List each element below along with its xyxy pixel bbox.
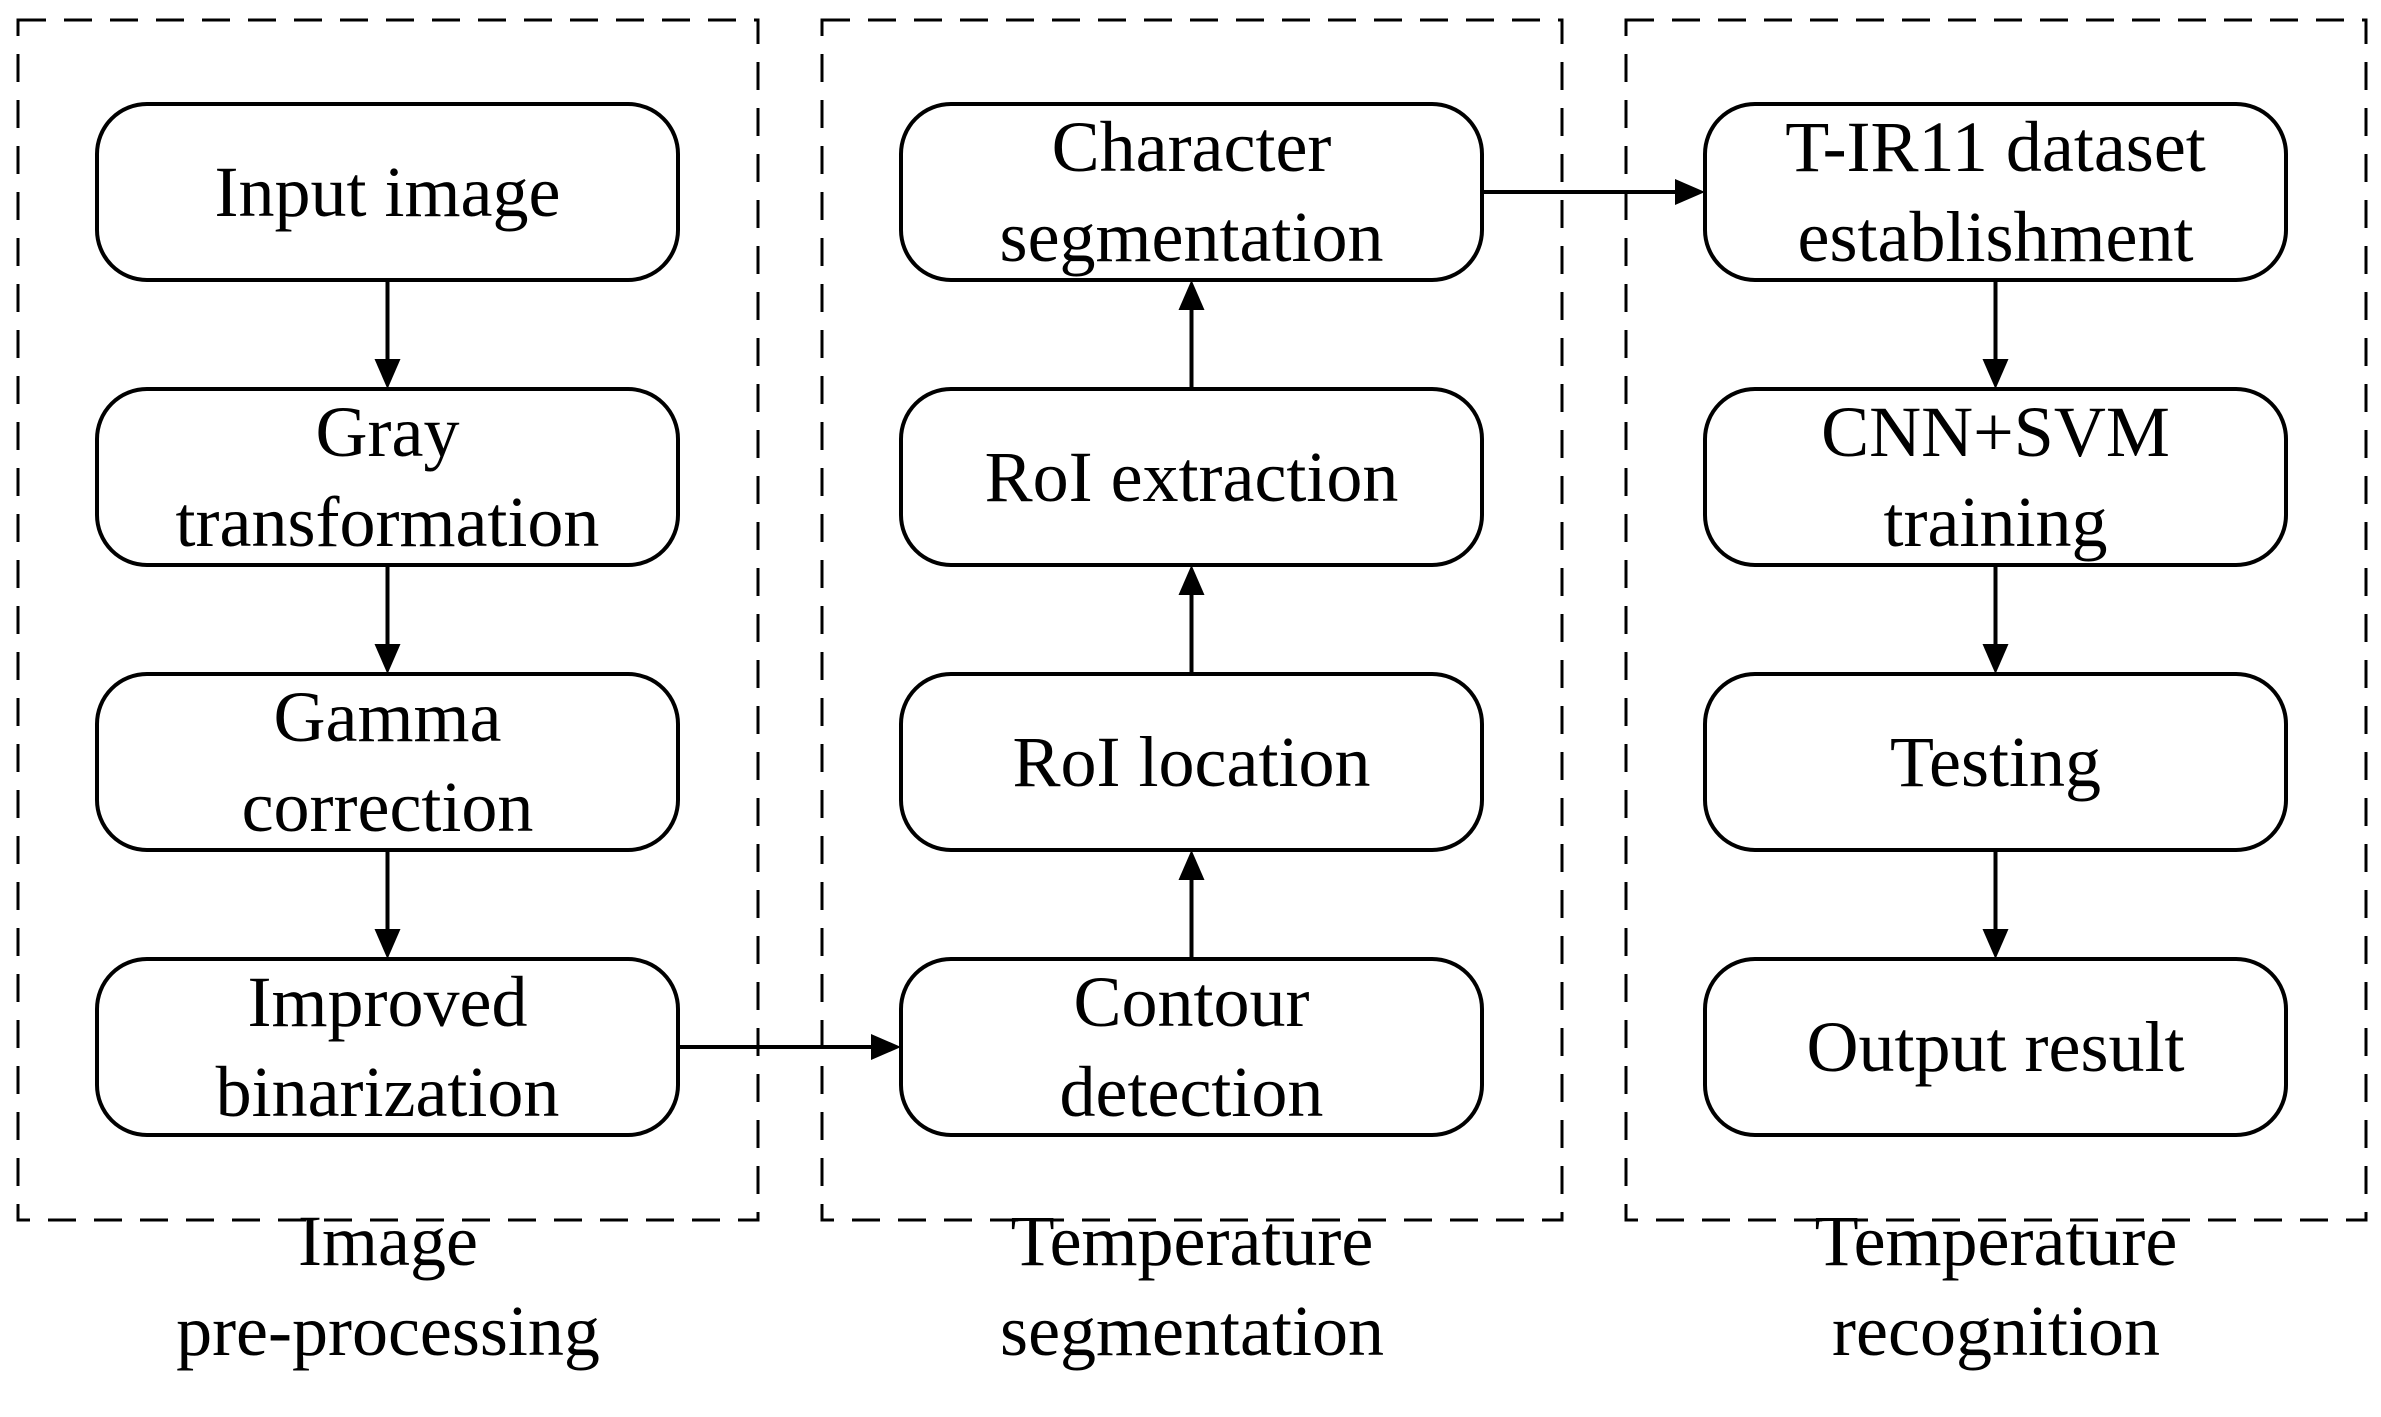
step-label-line: RoI extraction bbox=[985, 437, 1399, 517]
step-label-line: Improved bbox=[248, 962, 528, 1042]
step-gamma-correction: Gamma correction bbox=[95, 672, 680, 852]
step-character-segmentation: Character segmentation bbox=[899, 102, 1484, 282]
step-roi-extraction: RoI extraction bbox=[899, 387, 1484, 567]
arrow-head bbox=[374, 929, 401, 959]
step-label-line: segmentation bbox=[1000, 197, 1384, 277]
step-box bbox=[899, 102, 1484, 282]
step-label: Contour detection bbox=[1060, 962, 1324, 1132]
step-label-line: Testing bbox=[1890, 722, 2101, 802]
arrow-head bbox=[1178, 280, 1205, 310]
stage-segmentation-caption: Temperature segmentation bbox=[1000, 1201, 1384, 1371]
arrow-head bbox=[1178, 850, 1205, 880]
step-box bbox=[899, 672, 1484, 852]
step-label-line: detection bbox=[1060, 1052, 1324, 1132]
step-label-line: training bbox=[1884, 482, 2108, 562]
stage-preprocessing-frame bbox=[16, 18, 760, 1222]
step-dataset-establishment: T-IR11 dataset establishment bbox=[1703, 102, 2288, 282]
arrow-head bbox=[1982, 929, 2009, 959]
step-label-line: binarization bbox=[216, 1052, 560, 1132]
arrow-head bbox=[1982, 644, 2009, 674]
step-label: CNN+SVM training bbox=[1821, 392, 2170, 562]
step-label: Gamma correction bbox=[242, 677, 534, 847]
stage-caption-line: pre-processing bbox=[176, 1291, 600, 1371]
step-box bbox=[1703, 387, 2288, 567]
step-label: Testing bbox=[1890, 722, 2101, 802]
stage-recognition-frame bbox=[1624, 18, 2368, 1222]
stage-caption-line: Temperature bbox=[1815, 1201, 2178, 1281]
arrow-head bbox=[871, 1034, 901, 1060]
step-label: Improved binarization bbox=[216, 962, 560, 1132]
step-label-line: RoI location bbox=[1013, 722, 1371, 802]
step-improved-binarization: Improved binarization bbox=[95, 957, 680, 1137]
arrow-head bbox=[1982, 359, 2009, 389]
step-label-line: establishment bbox=[1798, 197, 2194, 277]
step-box bbox=[1703, 102, 2288, 282]
stage-segmentation-frame bbox=[820, 18, 1564, 1222]
step-label: T-IR11 dataset establishment bbox=[1785, 107, 2206, 277]
step-label-line: Gray bbox=[316, 392, 460, 472]
stage-caption-line: recognition bbox=[1832, 1291, 2160, 1371]
step-testing: Testing bbox=[1703, 672, 2288, 852]
stage-caption-line: segmentation bbox=[1000, 1291, 1384, 1371]
step-box bbox=[95, 957, 680, 1137]
step-box bbox=[1703, 957, 2288, 1137]
step-roi-location: RoI location bbox=[899, 672, 1484, 852]
step-label-line: Contour bbox=[1073, 962, 1309, 1042]
step-label-line: Gamma bbox=[274, 677, 502, 757]
step-label-line: Input image bbox=[215, 152, 561, 232]
step-box bbox=[899, 387, 1484, 567]
arrow-head bbox=[1675, 179, 1705, 205]
step-label-line: T-IR11 dataset bbox=[1785, 107, 2206, 187]
step-box bbox=[1703, 672, 2288, 852]
step-output-result: Output result bbox=[1703, 957, 2288, 1137]
arrow-head bbox=[1178, 565, 1205, 595]
stage-preprocessing-caption: Image pre-processing bbox=[176, 1201, 600, 1371]
step-label: RoI extraction bbox=[985, 437, 1399, 517]
step-label: Output result bbox=[1807, 1007, 2185, 1087]
step-box bbox=[95, 672, 680, 852]
arrow-head bbox=[374, 359, 401, 389]
step-gray-transformation: Gray transformation bbox=[95, 387, 680, 567]
step-label: Input image bbox=[215, 152, 561, 232]
arrow-head bbox=[374, 644, 401, 674]
step-label-line: transformation bbox=[176, 482, 600, 562]
step-cnn-svm-training: CNN+SVM training bbox=[1703, 387, 2288, 567]
step-box bbox=[95, 102, 680, 282]
step-box bbox=[95, 387, 680, 567]
step-contour-detection: Contour detection bbox=[899, 957, 1484, 1137]
step-input-image: Input image bbox=[95, 102, 680, 282]
stage-caption-line: Temperature bbox=[1011, 1201, 1374, 1281]
step-label: Gray transformation bbox=[176, 392, 600, 562]
step-label-line: correction bbox=[242, 767, 534, 847]
stage-caption-line: Image bbox=[298, 1201, 478, 1281]
stage-recognition-caption: Temperature recognition bbox=[1815, 1201, 2178, 1371]
step-label: RoI location bbox=[1013, 722, 1371, 802]
step-label: Character segmentation bbox=[1000, 107, 1384, 277]
step-label-line: Character bbox=[1052, 107, 1332, 187]
step-box bbox=[899, 957, 1484, 1137]
step-label-line: Output result bbox=[1807, 1007, 2185, 1087]
step-label-line: CNN+SVM bbox=[1821, 392, 2170, 472]
